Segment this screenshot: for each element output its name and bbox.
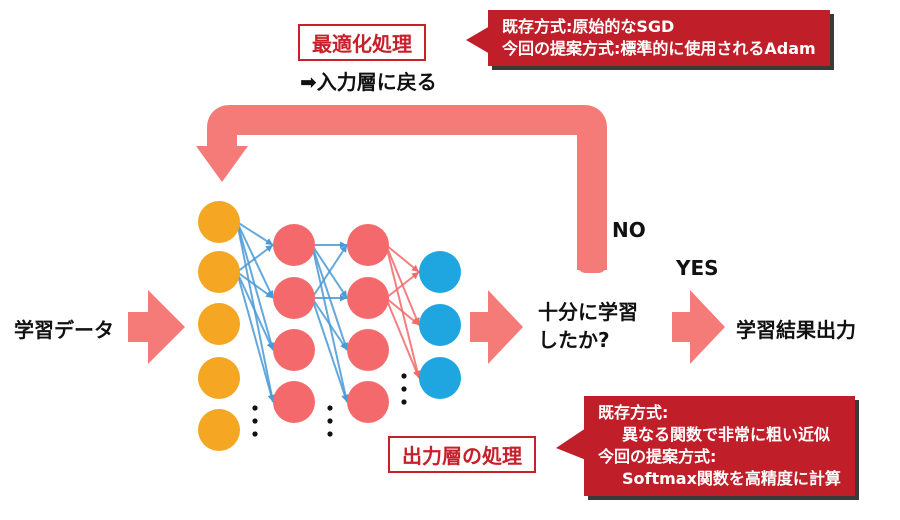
input-data-label: 学習データ: [14, 318, 114, 342]
decision-arrow: [470, 290, 523, 364]
decision-label-line1: 十分に学習: [538, 300, 638, 324]
return-to-input-label: ➡入力層に戻る: [300, 70, 437, 94]
output-node: [419, 304, 461, 346]
hidden2-node: [347, 224, 389, 266]
edge-hidden1-hidden2-head: [340, 245, 347, 253]
yes-arrow: [672, 290, 725, 364]
optimization-note-line1: 既存方式:原始的なSGD: [502, 17, 675, 36]
edge-input-hidden1: [236, 244, 274, 273]
edge-input-hidden1-head: [267, 394, 275, 402]
input-node: [198, 357, 240, 399]
edge-input-hidden1: [236, 221, 274, 246]
optimization-note-line2: 今回の提案方式:標準的に使用されるAdam: [502, 39, 816, 58]
edge-input-hidden1: [236, 271, 274, 351]
edge-hidden2-output-head: [411, 317, 419, 325]
input-node: [198, 303, 240, 345]
output-layer-note: 既存方式: 異なる関数で非常に粗い近似 今回の提案方式: Softmax関数を高…: [584, 396, 855, 496]
edge-input-hidden1-head: [266, 342, 274, 350]
edge-hidden2-output-head: [413, 370, 420, 378]
optimization-note: 既存方式:原始的なSGD 今回の提案方式:標準的に使用されるAdam: [488, 10, 830, 66]
edge-hidden1-hidden2-head: [340, 290, 347, 298]
edge-input-hidden1-head: [265, 291, 273, 298]
output-node: [419, 357, 461, 399]
network-edges: [236, 221, 421, 403]
edge-hidden1-hidden2-head: [340, 342, 347, 350]
edge-hidden1-hidden2-head: [340, 294, 347, 302]
output-node: [419, 251, 461, 293]
edge-hidden2-output: [385, 271, 420, 299]
output-note-line2: 異なる関数で非常に粗い近似: [622, 425, 831, 444]
edge-hidden1-hidden2-head: [340, 241, 347, 249]
network-nodes: [198, 201, 461, 451]
edge-hidden1-hidden2: [311, 244, 348, 299]
edge-hidden2-output-head: [411, 264, 419, 272]
output-note-line3: 今回の提案方式:: [598, 447, 717, 466]
output-layer-title: 出力層の処理: [388, 436, 536, 473]
hidden2-node: [347, 277, 389, 319]
ellipsis-dots: [252, 373, 407, 437]
output-note-line1: 既存方式:: [598, 403, 669, 422]
hidden2-node: [347, 381, 389, 423]
edge-hidden2-output: [385, 297, 420, 379]
feedback-arrowhead: [196, 146, 248, 182]
hidden1-node: [273, 329, 315, 371]
input-node: [198, 409, 240, 451]
input-arrow: [128, 290, 185, 364]
output-result-label: 学習結果出力: [736, 318, 856, 342]
input-node: [198, 201, 240, 243]
edge-input-hidden1-head: [265, 238, 273, 245]
hidden1-node: [273, 277, 315, 319]
hidden2-node: [347, 329, 389, 371]
edge-hidden2-output: [385, 244, 420, 273]
output-note-pointer: [556, 428, 586, 460]
edge-hidden2-output-head: [411, 272, 419, 280]
no-label: NO: [612, 218, 646, 242]
optimization-note-pointer: [466, 26, 490, 54]
feedback-loop-arrow: [207, 105, 607, 270]
edge-input-hidden1: [236, 271, 274, 403]
edge-input-hidden1-head: [265, 245, 273, 252]
edge-input-hidden1: [236, 271, 274, 299]
edge-hidden1-hidden2: [311, 297, 348, 403]
hidden1-node: [273, 381, 315, 423]
yes-label: YES: [676, 256, 719, 280]
output-note-line4: Softmax関数を高精度に計算: [622, 469, 841, 488]
input-node: [198, 251, 240, 293]
edge-hidden1-hidden2-head: [341, 394, 349, 402]
edge-hidden2-output: [385, 297, 420, 326]
hidden1-node: [273, 224, 315, 266]
edge-input-hidden1: [236, 221, 274, 299]
decision-label-line2: したか?: [538, 328, 610, 352]
edge-hidden1-hidden2: [311, 297, 348, 351]
optimization-title: 最適化処理: [298, 24, 426, 61]
